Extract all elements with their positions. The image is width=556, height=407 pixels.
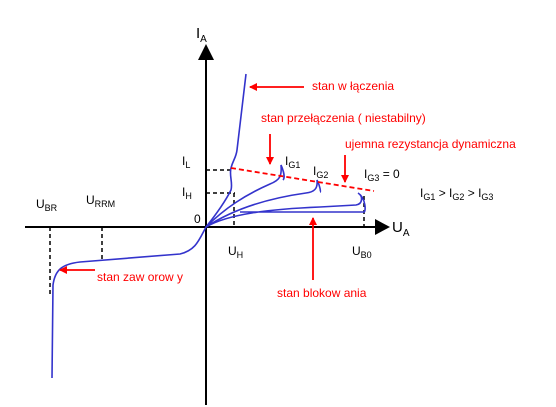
gate-current-relation: IG1 > IG2 > IG3: [420, 186, 493, 202]
switching-label: stan przełączenia ( niestabilny): [261, 111, 426, 125]
ih-label: IH: [182, 185, 192, 201]
ig1-label: IG1: [285, 154, 300, 170]
y-axis-label: IA: [196, 25, 207, 45]
x-axis-label: UA: [392, 219, 410, 239]
blocking-state-label: stan blokow ania: [277, 286, 367, 300]
characteristic-curves: [51, 73, 366, 379]
annotation-arrows: [59, 83, 349, 280]
negative-resistance-label: ujemna rezystancja dynamiczna: [345, 137, 516, 151]
ig2-curve: [205, 179, 322, 228]
ig1-curve: [205, 164, 285, 228]
axes: [25, 44, 390, 405]
urrm-label: URRM: [86, 193, 115, 209]
uh-label: UH: [228, 244, 243, 260]
ubr-label: UBR: [36, 197, 58, 213]
ub0-label: UB0: [352, 244, 372, 260]
il-label: IL: [182, 154, 190, 170]
ig3-label: IG3 = 0: [364, 167, 400, 183]
negative-resistance-line: [230, 167, 375, 192]
ig2-label: IG2: [313, 164, 328, 180]
ig3-curve: [205, 192, 366, 228]
reverse-curve: [51, 226, 207, 379]
x-axis-arrow: [375, 219, 390, 235]
on-state-curve: [205, 73, 247, 228]
y-axis-arrow: [198, 44, 214, 60]
origin-label: 0: [194, 212, 201, 226]
reverse-state-label: stan zaw orow y: [97, 270, 183, 284]
on-state-label: stan w łączenia: [312, 79, 394, 93]
